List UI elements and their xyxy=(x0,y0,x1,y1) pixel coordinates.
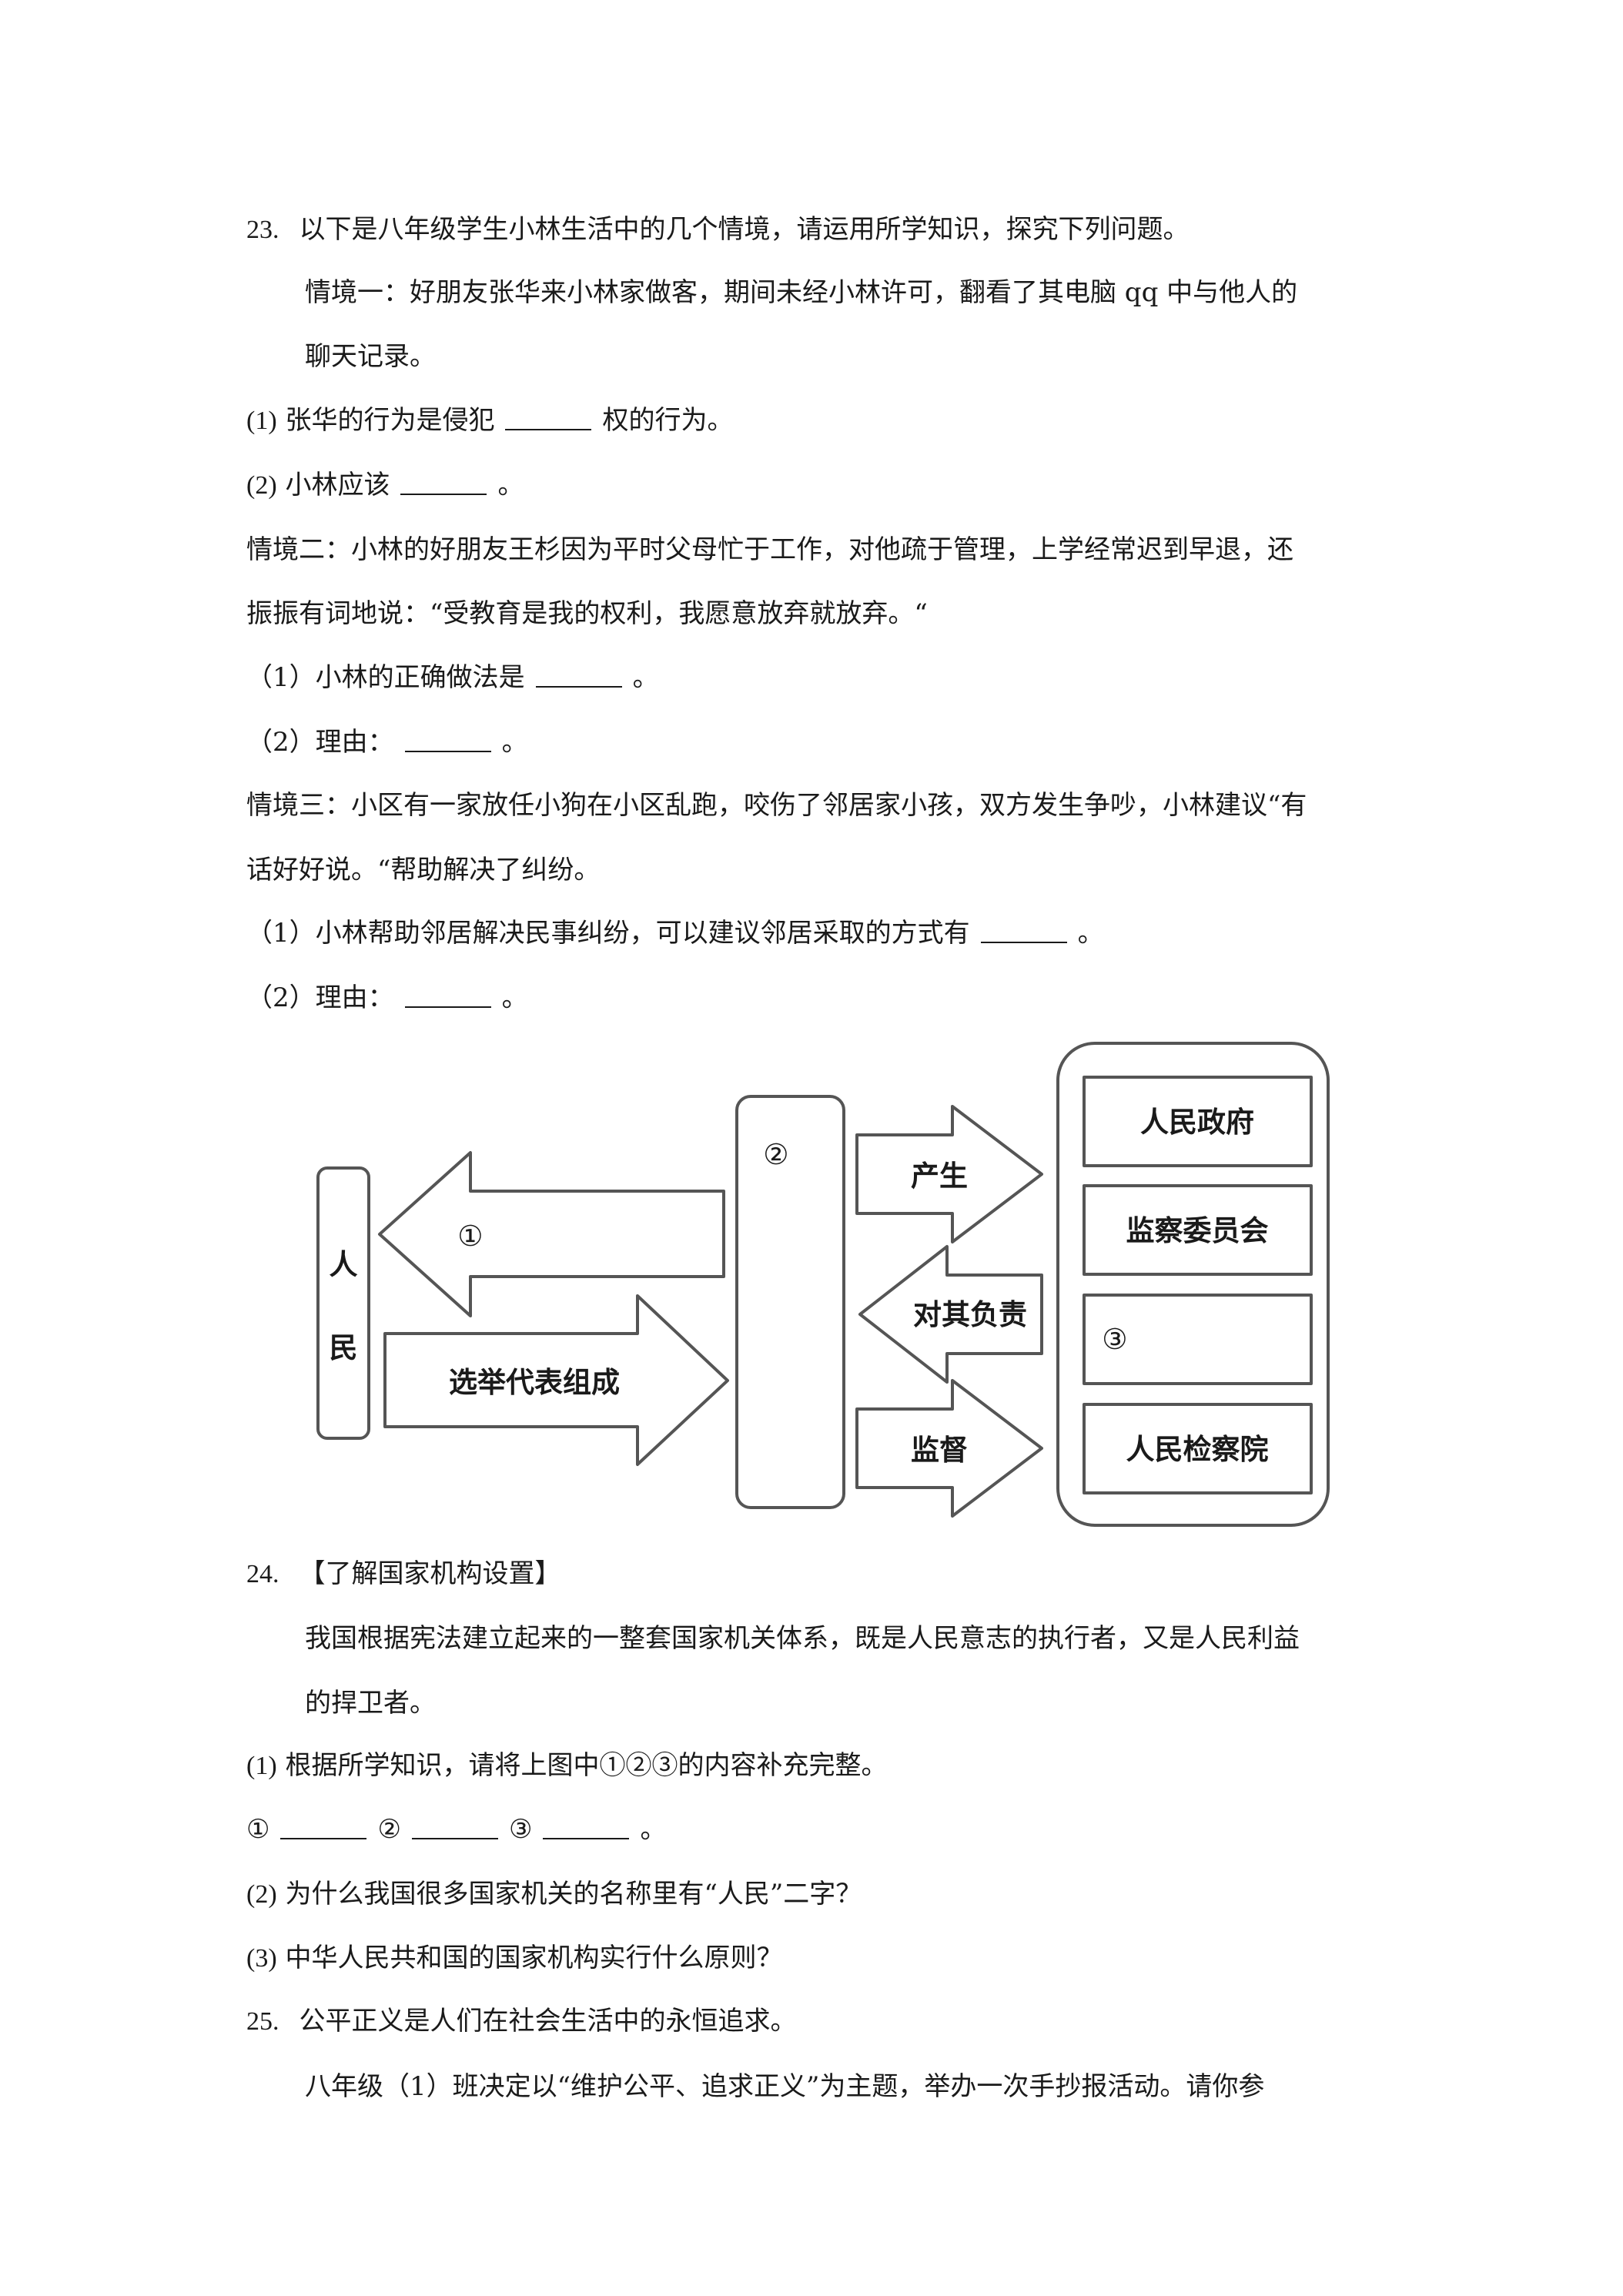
q23-scene1-line2: 聊天记录。 xyxy=(305,341,436,372)
question-text: （2）理由： xyxy=(246,982,394,1013)
q23-scene1-question2: (2) 小林应该 。 xyxy=(246,470,524,501)
arrow-1-label: ① xyxy=(457,1220,483,1253)
organs-container xyxy=(1056,1042,1330,1527)
produce-label: 产生 xyxy=(911,1160,968,1193)
q23-scene3-line2: 话好好说。“帮助解决了纠纷。 xyxy=(246,855,601,885)
question-label: (1) xyxy=(246,407,277,435)
answer-blank[interactable] xyxy=(400,470,487,495)
q23-number: 23. xyxy=(246,216,279,244)
q24-title-line: 24. 【了解国家机构设置】 xyxy=(246,1558,561,1590)
answer-blank[interactable] xyxy=(505,406,592,430)
congress-box xyxy=(735,1095,845,1509)
congress-label: ② xyxy=(763,1138,788,1171)
fill-marker-3: ③ xyxy=(508,1814,533,1845)
q24-title: 【了解国家机构设置】 xyxy=(299,1558,561,1589)
organ-box xyxy=(1083,1294,1313,1385)
answer-blank[interactable] xyxy=(404,728,491,752)
q23-scene2-question2: （2）理由： 。 xyxy=(246,727,528,758)
arrow-left-responsible xyxy=(858,1245,1043,1384)
answer-blank[interactable] xyxy=(543,1815,630,1839)
organ-label: 监察委员会 xyxy=(1126,1214,1269,1247)
question-text: （1）小林的正确做法是 xyxy=(246,662,525,693)
q24-question3: (3) 中华人民共和国的国家机构实行什么原则？ xyxy=(246,1943,782,1974)
q25-stem: 公平正义是人们在社会生活中的永恒追求。 xyxy=(299,2006,797,2037)
question-label: (3) xyxy=(246,1944,277,1973)
answer-blank[interactable] xyxy=(280,1815,367,1839)
q24-question1: (1) 根据所学知识，请将上图中①②③的内容补充完整。 xyxy=(246,1750,887,1782)
q24-intro-line2: 的捍卫者。 xyxy=(305,1688,436,1719)
arrow-right-elect xyxy=(383,1294,729,1466)
q25-stem-line: 25. 公平正义是人们在社会生活中的永恒追求。 xyxy=(246,2006,797,2037)
question-text: （1）小林帮助邻居解决民事纠纷，可以建议邻居采取的方式有 xyxy=(246,918,970,949)
question-text: 中华人民共和国的国家机构实行什么原则？ xyxy=(285,1943,783,1973)
q23-scene2-question1: （1）小林的正确做法是 。 xyxy=(246,662,659,693)
question-text: 张华的行为是侵犯 xyxy=(285,405,495,436)
q25-number: 25. xyxy=(246,2007,279,2036)
people-box xyxy=(316,1166,370,1440)
organ-box xyxy=(1083,1403,1313,1494)
people-label-2: 民 xyxy=(330,1331,358,1364)
responsible-label: 对其负责 xyxy=(913,1298,1027,1331)
fill-marker-1: ① xyxy=(246,1814,270,1845)
arrow-right-produce xyxy=(855,1105,1043,1243)
elect-label: 选举代表组成 xyxy=(449,1366,620,1399)
organ-label: 人民政府 xyxy=(1140,1106,1254,1139)
question-text: （2）理由： xyxy=(246,727,394,758)
q23-scene1-line1: 情境一：好朋友张华来小林家做客，期间未经小林许可，翻看了其电脑 qq 中与他人的 xyxy=(305,277,1298,308)
answer-blank[interactable] xyxy=(980,919,1067,943)
q24-intro-line1: 我国根据宪法建立起来的一整套国家机关体系，既是人民意志的执行者，又是人民利益 xyxy=(305,1623,1300,1654)
question-text: 为什么我国很多国家机关的名称里有“人民”二字？ xyxy=(285,1879,862,1909)
question-text-end: 权的行为。 xyxy=(602,405,734,436)
organ-label: ③ xyxy=(1102,1323,1127,1356)
q23-scene2-line1: 情境二：小林的好朋友王杉因为平时父母忙于工作，对他疏于管理，上学经常迟到早退，还 xyxy=(246,534,1293,565)
q23-scene3-question2: （2）理由： 。 xyxy=(246,982,528,1013)
fill-end: 。 xyxy=(640,1814,667,1845)
organ-box xyxy=(1083,1184,1313,1276)
question-text: 小林应该 xyxy=(285,470,390,500)
arrow-right-supervise xyxy=(855,1379,1043,1518)
question-text-end: 。 xyxy=(501,727,528,758)
question-label: (2) xyxy=(246,471,277,500)
question-text-end: 。 xyxy=(497,470,524,500)
people-label-1: 人 xyxy=(330,1248,358,1281)
q23-scene3-line1: 情境三：小区有一家放任小狗在小区乱跑，咬伤了邻居家小孩，双方发生争吵，小林建议“… xyxy=(246,790,1307,821)
question-text-end: 。 xyxy=(632,662,659,693)
organ-box xyxy=(1083,1076,1313,1167)
supervise-label: 监督 xyxy=(911,1434,968,1467)
q24-fill-line: ① ② ③ 。 xyxy=(246,1814,666,1845)
question-text-end: 。 xyxy=(501,982,528,1013)
q24-number: 24. xyxy=(246,1560,279,1588)
fill-marker-2: ② xyxy=(377,1814,401,1845)
question-text: 根据所学知识，请将上图中①②③的内容补充完整。 xyxy=(285,1750,888,1781)
answer-blank[interactable] xyxy=(404,983,491,1008)
q23-stem: 以下是八年级学生小林生活中的几个情境，请运用所学知识，探究下列问题。 xyxy=(299,214,1190,245)
question-label: (2) xyxy=(246,1880,277,1909)
organ-label: 人民检察院 xyxy=(1126,1433,1269,1466)
q23-stem-line: 23. 以下是八年级学生小林生活中的几个情境，请运用所学知识，探究下列问题。 xyxy=(246,214,1190,246)
question-label: (1) xyxy=(246,1752,277,1780)
q25-line1: 八年级（1）班决定以“维护公平、追求正义”为主题，举办一次手抄报活动。请你参 xyxy=(305,2071,1265,2102)
answer-blank[interactable] xyxy=(411,1815,498,1839)
question-text-end: 。 xyxy=(1077,918,1104,949)
q24-question2: (2) 为什么我国很多国家机关的名称里有“人民”二字？ xyxy=(246,1879,862,1910)
q23-scene1-question1: (1) 张华的行为是侵犯 权的行为。 xyxy=(246,405,733,437)
answer-blank[interactable] xyxy=(535,663,622,688)
arrow-left-1 xyxy=(378,1151,725,1317)
q23-scene3-question1: （1）小林帮助邻居解决民事纠纷，可以建议邻居采取的方式有 。 xyxy=(246,918,1104,949)
q23-scene2-line2: 振振有词地说：“受教育是我的权利，我愿意放弃就放弃。“ xyxy=(246,598,928,629)
